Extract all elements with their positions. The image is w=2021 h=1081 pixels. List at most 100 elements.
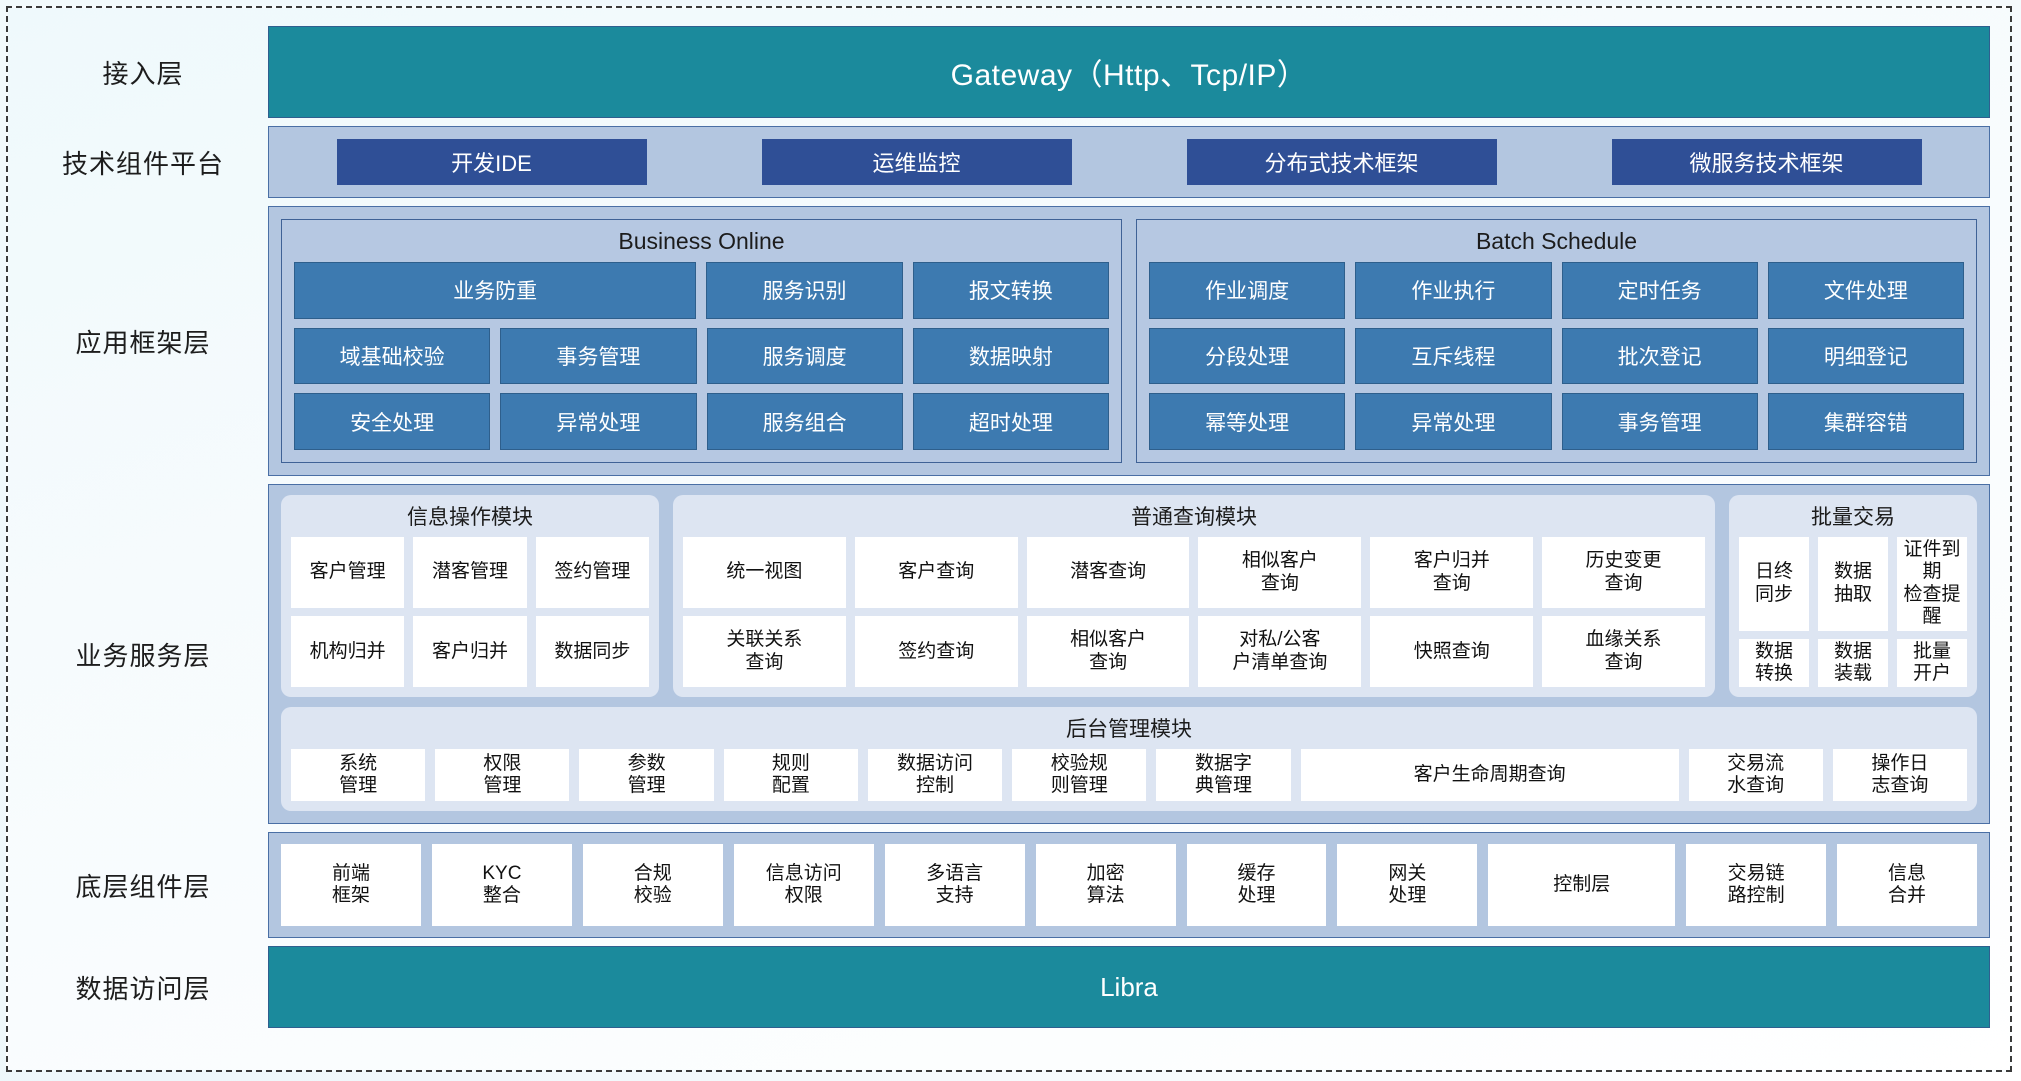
service-chip[interactable]: 客户管理 — [291, 537, 405, 609]
framework-chip[interactable]: 报文转换 — [912, 262, 1109, 319]
panel-row: 安全处理异常处理服务组合超时处理 — [294, 393, 1109, 451]
component-chip[interactable]: 加密算法 — [1035, 844, 1176, 926]
framework-chip[interactable]: 数据映射 — [912, 327, 1109, 385]
service-chip[interactable]: 机构归并 — [291, 616, 405, 688]
row-label-appframework: 应用框架层 — [75, 327, 211, 358]
service-group-row: 统一视图客户查询潜客查询相似客户查询客户归并查询历史变更查询 — [683, 537, 1705, 609]
framework-chip[interactable]: 异常处理 — [500, 393, 697, 451]
framework-chip[interactable]: 服务组合 — [706, 393, 903, 451]
framework-chip[interactable]: 定时任务 — [1561, 262, 1758, 319]
service-group-title: 普通查询模块 — [1131, 506, 1257, 529]
service-chip[interactable]: 客户查询 — [854, 537, 1018, 609]
admin-chip[interactable]: 客户生命周期查询 — [1300, 749, 1679, 801]
panel-row: 分段处理互斥线程批次登记明细登记 — [1149, 327, 1964, 385]
component-chip[interactable]: 网关处理 — [1337, 844, 1478, 926]
admin-module-row: 系统管理权限管理参数管理规则配置数据访问控制校验规则管理数据字典管理客户生命周期… — [291, 749, 1967, 801]
gateway-band: Gateway（Http、Tcp/IP） — [268, 26, 1990, 118]
service-chip[interactable]: 证件到期检查提醒 — [1897, 537, 1967, 631]
framework-chip[interactable]: 安全处理 — [294, 393, 491, 451]
framework-chip[interactable]: 批次登记 — [1561, 327, 1758, 385]
framework-chip[interactable]: 文件处理 — [1767, 262, 1964, 319]
row-label-dataaccess: 数据访问层 — [75, 973, 211, 1004]
service-chip[interactable]: 数据同步 — [535, 616, 649, 688]
admin-module-group: 后台管理模块 系统管理权限管理参数管理规则配置数据访问控制校验规则管理数据字典管… — [281, 707, 1977, 811]
framework-chip[interactable]: 集群容错 — [1767, 393, 1964, 451]
service-chip[interactable]: 批量开户 — [1897, 638, 1967, 688]
service-chip[interactable]: 快照查询 — [1370, 616, 1534, 688]
service-chip[interactable]: 数据抽取 — [1818, 537, 1888, 631]
component-chip[interactable]: 合规校验 — [582, 844, 723, 926]
row-label-service: 业务服务层 — [75, 640, 211, 671]
component-chip[interactable]: 控制层 — [1488, 844, 1676, 926]
service-chip[interactable]: 关联关系查询 — [683, 616, 846, 688]
panel-row: 业务防重服务识别报文转换 — [294, 262, 1109, 319]
service-chip[interactable]: 相似客户查询 — [1026, 616, 1190, 688]
service-group: 批量交易日终同步数据抽取证件到期检查提醒数据转换数据装载批量开户 — [1729, 495, 1977, 698]
admin-chip[interactable]: 权限管理 — [435, 749, 570, 801]
panel-row: 幂等处理异常处理事务管理集群容错 — [1149, 393, 1964, 451]
framework-chip[interactable]: 幂等处理 — [1149, 393, 1346, 451]
row-label-access: 接入层 — [102, 58, 184, 89]
service-chip[interactable]: 日终同步 — [1739, 537, 1809, 631]
framework-chip[interactable]: 事务管理 — [1561, 393, 1758, 451]
framework-chip[interactable]: 事务管理 — [500, 327, 697, 385]
service-chip[interactable]: 数据转换 — [1739, 638, 1809, 688]
service-chip[interactable]: 客户归并 — [413, 616, 527, 688]
component-chip[interactable]: 多语言支持 — [884, 844, 1025, 926]
service-chip[interactable]: 签约管理 — [535, 537, 649, 609]
framework-chip[interactable]: 服务调度 — [706, 327, 903, 385]
tech-chip[interactable]: 分布式技术框架 — [1186, 139, 1497, 185]
service-group-row: 日终同步数据抽取证件到期检查提醒 — [1739, 537, 1967, 631]
component-chip[interactable]: 缓存处理 — [1186, 844, 1327, 926]
framework-chip[interactable]: 域基础校验 — [294, 327, 491, 385]
service-chip[interactable]: 潜客查询 — [1026, 537, 1190, 609]
service-group-row: 机构归并客户归并数据同步 — [291, 616, 649, 688]
service-chip[interactable]: 历史变更查询 — [1542, 537, 1705, 609]
tech-chip[interactable]: 运维监控 — [761, 139, 1072, 185]
admin-chip[interactable]: 参数管理 — [579, 749, 714, 801]
admin-chip[interactable]: 数据访问控制 — [867, 749, 1003, 801]
admin-chip[interactable]: 校验规则管理 — [1012, 749, 1147, 801]
framework-chip[interactable]: 分段处理 — [1149, 327, 1346, 385]
component-chip[interactable]: 前端框架 — [281, 844, 421, 926]
libra-band: Libra — [268, 946, 1990, 1028]
framework-chip[interactable]: 作业执行 — [1355, 262, 1552, 319]
service-group: 信息操作模块客户管理潜客管理签约管理机构归并客户归并数据同步 — [281, 495, 659, 698]
framework-chip[interactable]: 异常处理 — [1355, 393, 1552, 451]
framework-chip[interactable]: 超时处理 — [912, 393, 1109, 451]
service-chip[interactable]: 潜客管理 — [413, 537, 527, 609]
admin-chip[interactable]: 交易流水查询 — [1688, 749, 1823, 801]
tech-chip[interactable]: 开发IDE — [336, 139, 647, 185]
framework-chip[interactable]: 作业调度 — [1149, 262, 1346, 319]
tech-chip[interactable]: 微服务技术框架 — [1611, 139, 1922, 185]
component-chip[interactable]: 交易链路控制 — [1686, 844, 1827, 926]
admin-chip[interactable]: 操作日志查询 — [1832, 749, 1967, 801]
service-chip[interactable]: 数据装载 — [1818, 638, 1888, 688]
component-chip[interactable]: 信息访问权限 — [733, 844, 874, 926]
service-chip[interactable]: 血缘关系查询 — [1542, 616, 1705, 688]
service-chip[interactable]: 签约查询 — [854, 616, 1018, 688]
service-chip[interactable]: 统一视图 — [683, 537, 846, 609]
service-group-title: 信息操作模块 — [407, 506, 533, 529]
service-group: 普通查询模块统一视图客户查询潜客查询相似客户查询客户归并查询历史变更查询关联关系… — [673, 495, 1715, 698]
service-chip[interactable]: 相似客户查询 — [1198, 537, 1362, 609]
service-chip[interactable]: 客户归并查询 — [1370, 537, 1534, 609]
business-service-layer: 信息操作模块客户管理潜客管理签约管理机构归并客户归并数据同步普通查询模块统一视图… — [268, 484, 1990, 824]
framework-chip[interactable]: 互斥线程 — [1355, 327, 1552, 385]
framework-chip[interactable]: 业务防重 — [294, 262, 697, 319]
panel-rows: 作业调度作业执行定时任务文件处理分段处理互斥线程批次登记明细登记幂等处理异常处理… — [1149, 262, 1964, 451]
service-group-title: 批量交易 — [1811, 506, 1895, 529]
service-group-rows: 日终同步数据抽取证件到期检查提醒数据转换数据装载批量开户 — [1739, 537, 1967, 688]
admin-module-title: 后台管理模块 — [1066, 718, 1192, 742]
framework-chip[interactable]: 服务识别 — [706, 262, 903, 319]
component-chip[interactable]: 信息合并 — [1837, 844, 1978, 926]
panel-title: Business Online — [618, 228, 785, 254]
admin-chip[interactable]: 规则配置 — [723, 749, 858, 801]
admin-chip[interactable]: 数据字典管理 — [1156, 749, 1291, 801]
framework-chip[interactable]: 明细登记 — [1767, 327, 1964, 385]
service-chip[interactable]: 对私/公客户清单查询 — [1198, 616, 1362, 688]
admin-chip[interactable]: 系统管理 — [291, 749, 426, 801]
